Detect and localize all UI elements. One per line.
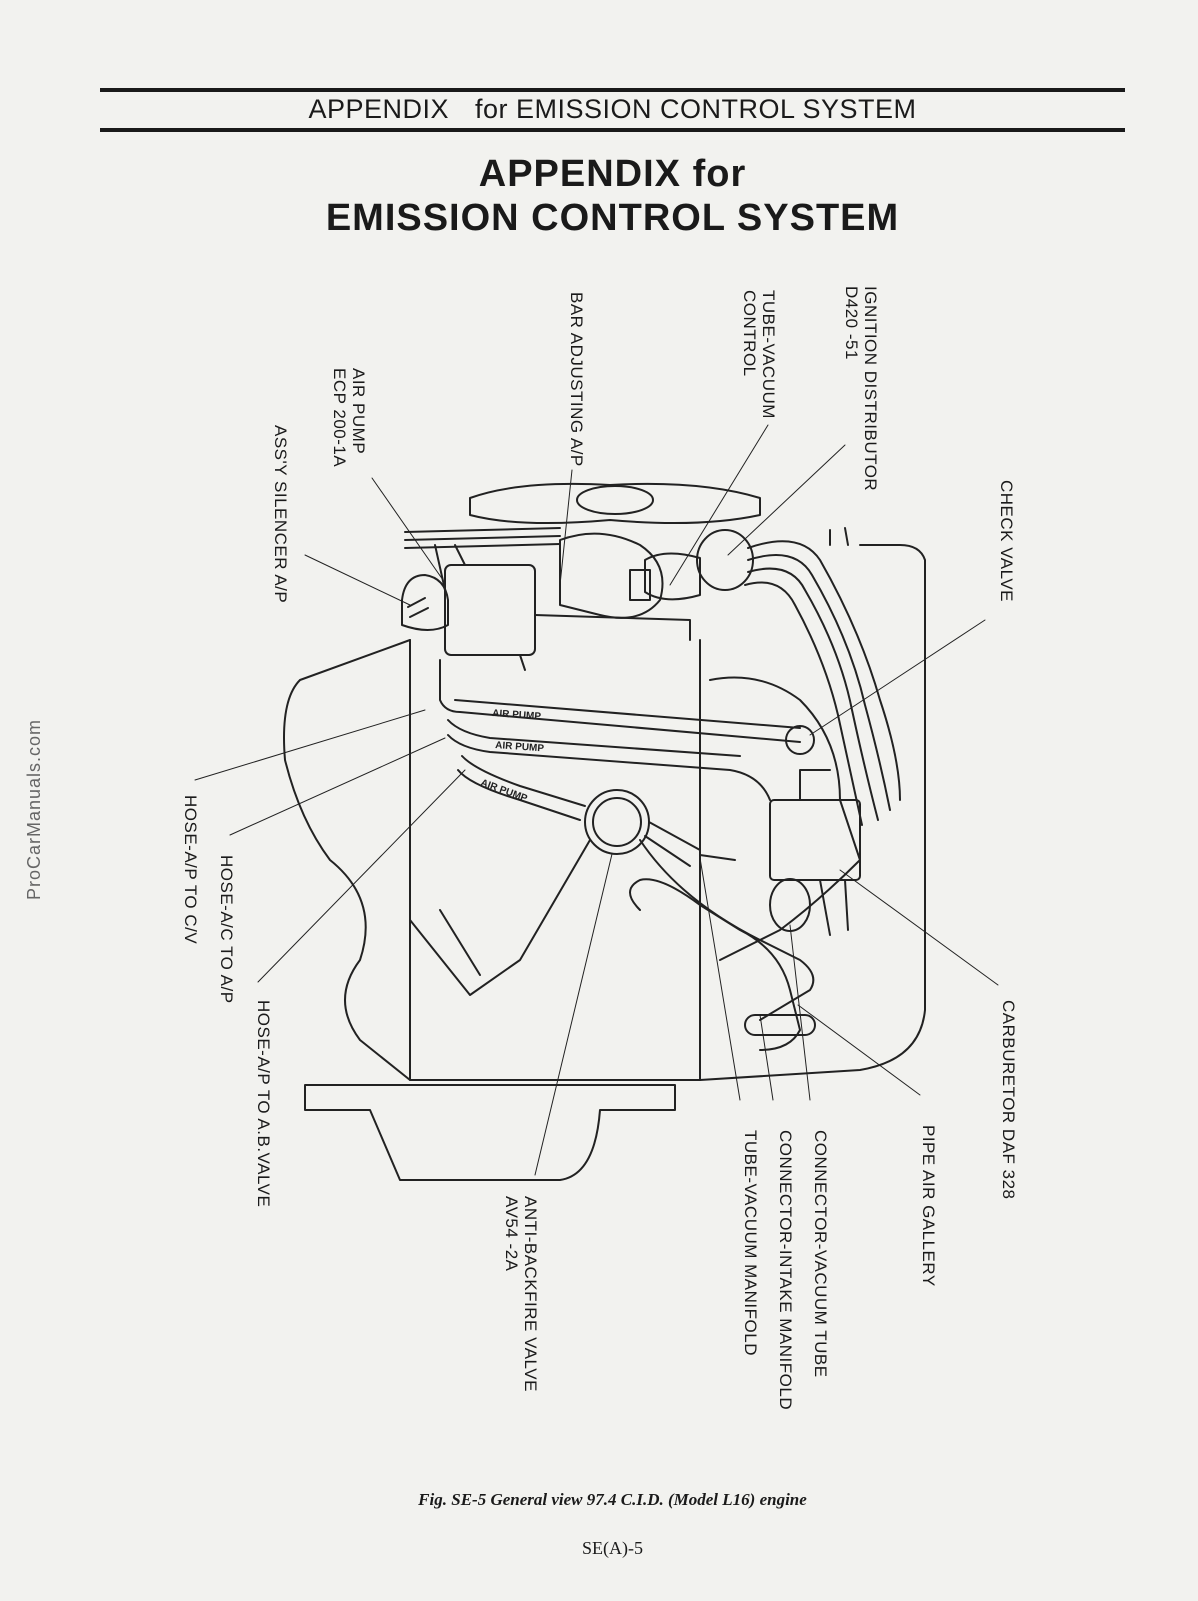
- silencer: [401, 574, 449, 631]
- callout-hose-ap-to-cv: HOSE-A/P TO C/V: [181, 795, 200, 944]
- callout-air-pump-line1: AIR PUMP: [349, 368, 368, 455]
- callout-silencer: ASS'Y SILENCER A/P: [271, 425, 290, 603]
- check-valve: [785, 725, 815, 755]
- callout-tube-vacuum-control-line2: CONTROL: [740, 290, 759, 377]
- exhaust-manifold: [629, 878, 801, 1051]
- spark-plug-wires: [744, 540, 901, 826]
- callout-connector-intake-manifold-line1: CONNECTOR-INTAKE MANIFOLD: [776, 1130, 795, 1411]
- page-title-line2: EMISSION CONTROL SYSTEM: [325, 197, 900, 239]
- intake-manifold: [709, 676, 861, 961]
- running-header-right: for EMISSION CONTROL SYSTEM: [474, 94, 917, 124]
- callout-bar-adjusting: BAR ADJUSTING A/P: [567, 292, 586, 467]
- hose-stamp-2: AIR PUMP: [495, 740, 545, 754]
- abv-vacuum-tube: [699, 854, 736, 861]
- running-header: APPENDIX for EMISSION CONTROL SYSTEM: [100, 94, 1125, 125]
- callout-air-pump-line2: ECP 200-1A: [330, 368, 349, 468]
- hose-air-pump-2: [447, 734, 771, 801]
- running-header-left: APPENDIX: [308, 94, 449, 124]
- callout-check-valve: CHECK VALVE: [997, 480, 1016, 602]
- page-title-line1: APPENDIX for: [478, 153, 747, 195]
- page-title: APPENDIX for EMISSION CONTROL SYSTEM: [100, 152, 1125, 240]
- air-pump-body: [444, 564, 536, 656]
- callout-carburetor: CARBURETOR DAF 328: [999, 1000, 1018, 1200]
- carburetor-body: [769, 799, 861, 881]
- header-rule-bottom: [100, 128, 1125, 132]
- manifold-flange: [744, 1014, 816, 1036]
- callout-hose-ap-to-abvalve-line1: HOSE-A/P TO A.B.VALVE: [254, 1000, 273, 1208]
- callout-hose-ap-to-abvalve: HOSE-A/P TO A.B.VALVE: [254, 1000, 273, 1207]
- callout-ignition-distributor-line2: D420 -51: [842, 286, 861, 360]
- air-gallery-pipe: [639, 839, 815, 1021]
- callout-hose-ac-to-ap: HOSE-A/C TO A/P: [217, 855, 236, 1004]
- air-pump-pulley: [434, 544, 466, 591]
- hose-air-pump-1b: [439, 659, 801, 729]
- callout-connector-intake-manifold: CONNECTOR-INTAKE MANIFOLD: [776, 1130, 795, 1410]
- callout-tube-vacuum-control-line1: TUBE-VACUUM: [759, 290, 778, 419]
- callout-anti-backfire-valve-line1: ANTI-BACKFIRE VALVE: [521, 1196, 540, 1392]
- drive-belt: [404, 527, 561, 549]
- figure-caption: Fig. SE-5 General view 97.4 C.I.D. (Mode…: [418, 1490, 807, 1509]
- fan-hub: [576, 485, 654, 515]
- leader-lines: [194, 424, 999, 1176]
- callout-connector-vacuum-tube-line1: CONNECTOR-VACUUM TUBE: [811, 1130, 830, 1378]
- callout-pipe-air-gallery: PIPE AIR GALLERY: [919, 1125, 938, 1287]
- carburetor-linkage: [799, 769, 849, 936]
- callout-ignition-distributor-line1: IGNITION DISTRIBUTOR: [861, 286, 880, 492]
- distributor-body: [644, 552, 701, 601]
- callout-hose-ac-to-ap-line1: HOSE-A/C TO A/P: [217, 855, 236, 1004]
- hose-stamp-1: AIR PUMP: [492, 708, 542, 722]
- callout-anti-backfire-valve-line2: AV54 -2A: [502, 1196, 521, 1272]
- hose-stamp-3: AIR PUMP: [479, 777, 529, 804]
- callout-connector-vacuum-tube: CONNECTOR-VACUUM TUBE: [811, 1130, 830, 1378]
- callout-tube-vacuum-manifold: TUBE-VACUUM MANIFOLD: [741, 1130, 760, 1356]
- hose-air-pump-1: [439, 679, 801, 743]
- callout-tube-vacuum-manifold-line1: TUBE-VACUUM MANIFOLD: [741, 1130, 760, 1356]
- anti-backfire-valve: [584, 789, 650, 855]
- callout-carburetor-line1: CARBURETOR DAF 328: [999, 1000, 1018, 1200]
- fan-blades: [469, 482, 761, 525]
- engine-block-outline: [283, 544, 926, 1081]
- air-cleaner-duct: [409, 839, 591, 996]
- water-pump-housing: [559, 532, 664, 619]
- callout-check-valve-line1: CHECK VALVE: [997, 480, 1016, 603]
- callout-pipe-air-gallery-line1: PIPE AIR GALLERY: [919, 1125, 938, 1287]
- page-number: SE(A)-5: [582, 1538, 643, 1558]
- vacuum-diaphragm: [769, 878, 811, 932]
- distributor-cap: [696, 529, 754, 591]
- callout-silencer-line1: ASS'Y SILENCER A/P: [271, 425, 290, 604]
- callout-hose-ap-to-cv-line1: HOSE-A/P TO C/V: [181, 795, 200, 945]
- callout-bar-adjusting-line1: BAR ADJUSTING A/P: [567, 292, 586, 467]
- oil-pan: [304, 1084, 676, 1181]
- header-rule-top: [100, 88, 1125, 92]
- distributor-vacuum-unit: [629, 569, 651, 601]
- bracket: [534, 614, 691, 641]
